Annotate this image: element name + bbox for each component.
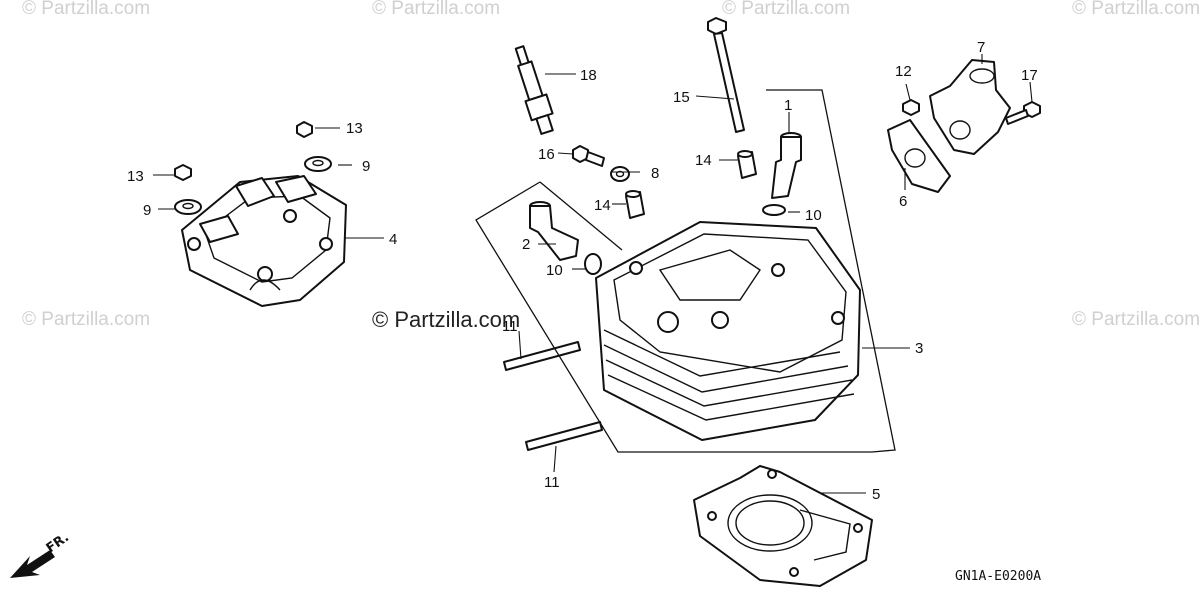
diagram-code: GN1A-E0200A <box>955 569 1041 584</box>
callout-4: 4 <box>389 231 397 248</box>
callout-13-upper: 13 <box>346 120 363 137</box>
callout-labels: 1 2 3 4 5 6 7 8 9 9 10 10 11 11 12 13 13… <box>127 39 1038 503</box>
watermark-top-far-right: © Partzilla.com <box>1072 0 1200 19</box>
callout-7: 7 <box>977 39 985 56</box>
part-17-bolt <box>1005 101 1041 125</box>
part-9-washer-upper <box>304 156 332 172</box>
callout-1: 1 <box>784 97 792 114</box>
part-3-cylinder-head <box>595 221 861 441</box>
part-16-bolt <box>572 145 605 167</box>
callout-6: 6 <box>899 193 907 210</box>
front-arrow-icon <box>10 550 55 578</box>
part-7-intake-pipe <box>929 59 1011 155</box>
part-11-stud-bolt-lower <box>525 421 603 451</box>
watermark-center: © Partzilla.com <box>372 307 520 332</box>
callout-17: 17 <box>1021 67 1038 84</box>
assembly-frame-left <box>475 181 872 453</box>
callout-5: 5 <box>872 486 880 503</box>
callout-14-upper: 14 <box>695 152 712 169</box>
part-11-stud-bolt-upper <box>503 341 581 371</box>
callout-8: 8 <box>651 165 659 182</box>
part-4-rocker-holder <box>181 175 347 307</box>
callout-18: 18 <box>580 67 597 84</box>
callout-11-lower: 11 <box>544 474 560 491</box>
callout-11-upper: 11 <box>502 318 518 335</box>
assembly-frame-right <box>766 89 896 453</box>
part-13-nut-upper <box>296 121 313 138</box>
part-15-long-bolt <box>707 17 745 133</box>
part-6-insulator-gasket <box>887 119 951 193</box>
leader-lines <box>153 54 1033 494</box>
assembly-frame-valve <box>539 181 623 251</box>
watermark-mid-far-right: © Partzilla.com <box>1072 309 1200 330</box>
watermark-top-left: © Partzilla.com <box>22 0 150 19</box>
callout-16: 16 <box>538 146 555 163</box>
part-1-valve-guide <box>771 132 802 199</box>
part-9-washer-lower <box>174 199 202 215</box>
callout-9-lower: 9 <box>143 202 151 219</box>
part-5-head-gasket <box>693 465 873 587</box>
front-direction-indicator: FR. <box>10 530 72 578</box>
watermark-top-center: © Partzilla.com <box>372 0 500 19</box>
part-10-o-ring-left <box>584 253 602 275</box>
part-12-nut <box>902 99 920 116</box>
part-10-o-ring-right <box>762 204 786 216</box>
callout-15: 15 <box>673 89 690 106</box>
callout-9-upper: 9 <box>362 158 370 175</box>
part-13-nut-lower <box>174 164 192 181</box>
callout-14-lower: 14 <box>594 197 611 214</box>
callout-10-right: 10 <box>805 207 822 224</box>
part-14-dowel-pin-upper <box>737 150 757 179</box>
callout-10-left: 10 <box>546 262 563 279</box>
part-8-washer <box>610 166 630 182</box>
watermark-top-right: © Partzilla.com <box>722 0 850 19</box>
callout-13-lower: 13 <box>127 168 144 185</box>
callout-3: 3 <box>915 340 923 357</box>
part-14-dowel-pin-lower <box>625 190 645 219</box>
part-18-spark-plug <box>514 45 554 135</box>
callout-12: 12 <box>895 63 912 80</box>
part-2-valve-guide <box>529 201 579 261</box>
watermark-mid-left: © Partzilla.com <box>22 309 150 330</box>
callout-2: 2 <box>522 236 530 253</box>
